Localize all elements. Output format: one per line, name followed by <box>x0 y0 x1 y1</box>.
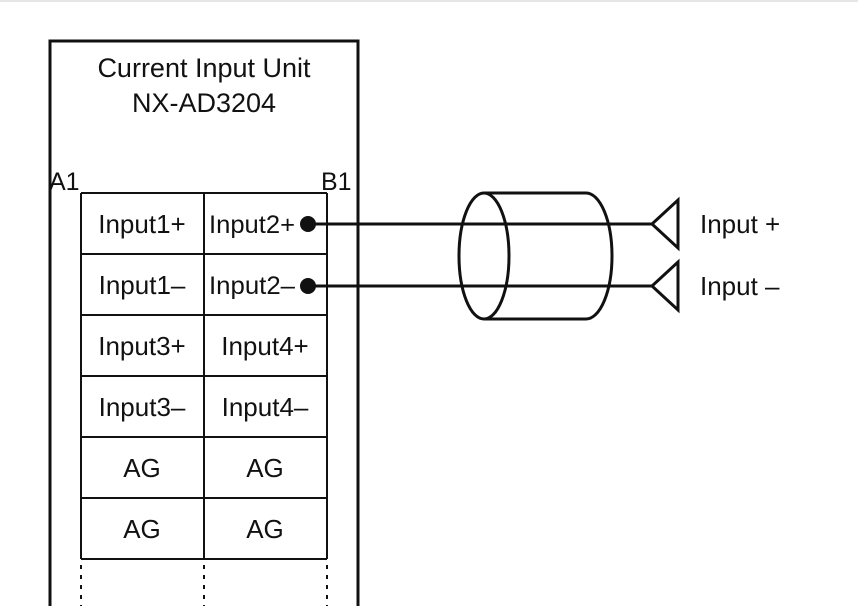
terminal-label: AG <box>123 514 161 544</box>
shielded-cable-icon <box>457 191 614 321</box>
terminal-label: AG <box>246 453 284 483</box>
input-source-triangles <box>649 196 680 314</box>
terminal-label: Input2– <box>209 272 295 300</box>
unit-title: Current Input Unit <box>97 53 311 83</box>
terminal-label: Input1+ <box>98 209 185 239</box>
terminal-continuation <box>80 565 328 606</box>
terminal-block <box>80 192 328 560</box>
terminal-label: Input2+ <box>209 211 295 239</box>
corner-label-b1: B1 <box>321 168 352 196</box>
terminal-label: Input4+ <box>221 331 308 361</box>
external-label-input-minus: Input – <box>700 271 780 301</box>
terminal-label: AG <box>123 453 161 483</box>
terminal-label: Input3– <box>99 392 186 422</box>
unit-model: NX-AD3204 <box>132 88 276 118</box>
external-label-input-plus: Input + <box>700 209 780 239</box>
terminal-label: Input3+ <box>98 331 185 361</box>
unit-enclosure <box>48 39 360 606</box>
terminal-label: Input4– <box>222 392 309 422</box>
terminal-label: AG <box>246 514 284 544</box>
corner-label-a1: A1 <box>49 168 80 196</box>
terminal-label: Input1– <box>99 270 186 300</box>
